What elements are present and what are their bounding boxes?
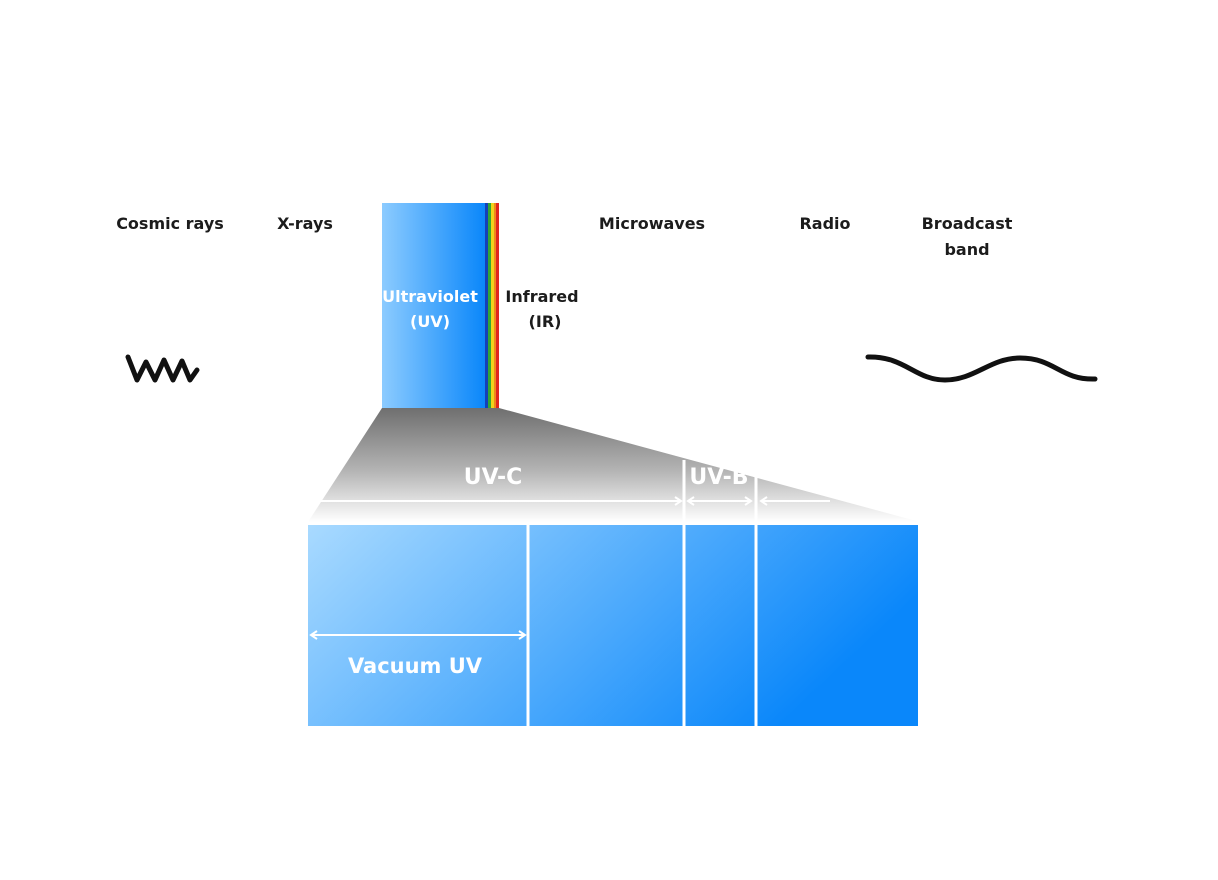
- visible-stripe-orange: [494, 203, 496, 408]
- ultraviolet-bar: [382, 203, 485, 408]
- uv-b-label: UV-B: [689, 465, 748, 490]
- broadcast-band-label-line1: Broadcast: [922, 214, 1013, 233]
- vacuum-uv-label: Vacuum UV: [348, 654, 483, 678]
- ultraviolet-label-line2: (UV): [410, 312, 450, 331]
- broadcast-band-label-line2: band: [944, 240, 989, 259]
- uv-bands-block: [308, 525, 918, 726]
- radio-label: Radio: [799, 214, 850, 233]
- vacuum-uv-arrow: [309, 630, 527, 640]
- uv-range-arrows: [310, 496, 830, 506]
- infrared-label-line2: (IR): [529, 312, 562, 331]
- zoom-projection: [308, 408, 920, 522]
- visible-stripe-red: [496, 203, 499, 408]
- infrared-label-line1: Infrared: [505, 287, 578, 306]
- cosmic-rays-label: Cosmic rays: [116, 214, 224, 233]
- ultraviolet-label-line1: Ultraviolet: [382, 287, 478, 306]
- long-wave-icon: [865, 354, 1098, 383]
- visible-stripe-blue: [485, 203, 488, 408]
- visible-stripe-yellow: [491, 203, 494, 408]
- x-rays-label: X-rays: [277, 214, 333, 233]
- uv-c-label: UV-C: [464, 465, 523, 490]
- microwaves-label: Microwaves: [599, 214, 705, 233]
- short-wave-icon: [125, 354, 200, 383]
- visible-stripe-green: [488, 203, 491, 408]
